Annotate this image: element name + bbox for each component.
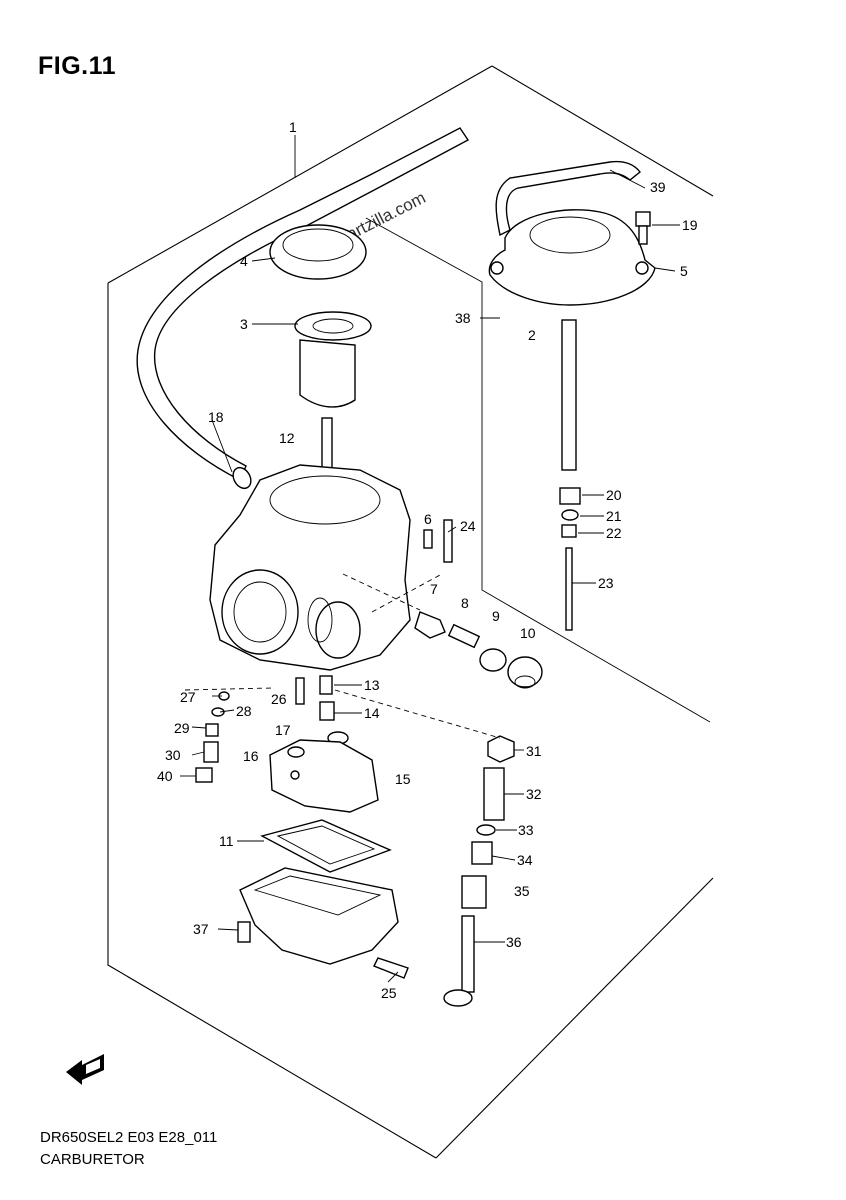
callout-38: 38 (455, 310, 471, 326)
top-cap (488, 209, 656, 306)
diaphragm-and-piston (269, 224, 372, 408)
callout-31: 31 (526, 743, 542, 759)
callout-3: 3 (240, 316, 248, 332)
callout-26: 26 (271, 691, 287, 707)
callout-20: 20 (606, 487, 622, 503)
callout-labels: 1 39 19 4 5 3 38 2 18 12 20 21 22 6 24 7… (157, 119, 698, 1001)
callout-24: 24 (460, 518, 476, 534)
callout-18: 18 (208, 409, 224, 425)
callout-28: 28 (236, 703, 252, 719)
callout-15: 15 (395, 771, 411, 787)
leader-lines (180, 135, 680, 983)
callout-35: 35 (514, 883, 530, 899)
carburetor-body (209, 464, 411, 671)
callout-37: 37 (193, 921, 209, 937)
callout-6: 6 (424, 511, 432, 527)
float-bowl (239, 867, 399, 965)
gasket (260, 819, 392, 873)
callout-34: 34 (517, 852, 533, 868)
callout-11: 11 (219, 833, 234, 849)
callout-10: 10 (520, 625, 536, 641)
callout-33: 33 (518, 822, 534, 838)
diagram-frame (107, 65, 714, 1159)
callout-7: 7 (430, 581, 438, 597)
figure-title: FIG.11 (38, 52, 117, 80)
callout-1: 1 (289, 119, 297, 135)
diagram-code: DR650SEL2 E03 E28_011 (40, 1129, 218, 1146)
callout-8: 8 (461, 595, 469, 611)
callout-9: 9 (492, 608, 500, 624)
callout-40: 40 (157, 768, 173, 784)
overflow-hose (495, 160, 641, 237)
callout-22: 22 (606, 525, 622, 541)
callout-2: 2 (528, 327, 536, 343)
callout-39: 39 (650, 179, 666, 195)
starter-valve-parts (414, 519, 543, 689)
jets-and-screws (195, 675, 349, 783)
front-direction-arrow-icon (66, 1054, 104, 1085)
callout-5: 5 (680, 263, 688, 279)
pilot-screw-parts (443, 735, 515, 1007)
callout-36: 36 (506, 934, 522, 950)
callout-25: 25 (381, 985, 397, 1001)
callout-13: 13 (364, 677, 380, 693)
vent-hose (136, 127, 470, 490)
callout-29: 29 (174, 720, 190, 736)
callout-16: 16 (243, 748, 259, 764)
callout-27: 27 (180, 689, 196, 705)
callout-17: 17 (275, 722, 291, 738)
callout-19: 19 (682, 217, 698, 233)
callout-14: 14 (364, 705, 380, 721)
bowl-screws (237, 921, 409, 979)
spring-and-needle-assembly (559, 319, 581, 631)
callout-23: 23 (598, 575, 614, 591)
diagram-name: CARBURETOR (40, 1151, 145, 1168)
callout-30: 30 (165, 747, 181, 763)
callout-4: 4 (240, 253, 248, 269)
callout-21: 21 (606, 508, 622, 524)
callout-12: 12 (279, 430, 295, 446)
float (269, 739, 379, 813)
screw-19 (635, 211, 651, 245)
callout-32: 32 (526, 786, 542, 802)
